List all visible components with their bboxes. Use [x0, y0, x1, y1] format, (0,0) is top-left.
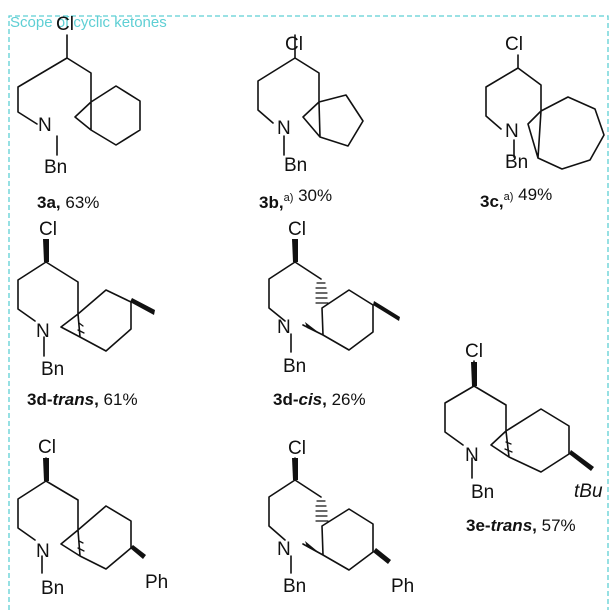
- nitrogen-label: N: [465, 445, 479, 466]
- compound-3d-cis: Cl N Bn 3d-cis, 26%: [268, 219, 400, 409]
- chlorine-label: Cl: [288, 438, 306, 459]
- hash-bond: [504, 441, 513, 453]
- bonds-3b: [257, 34, 364, 156]
- nitrogen-label: N: [277, 118, 291, 139]
- bonds-3e-trans: [444, 360, 570, 479]
- wedge-bond: [305, 322, 322, 335]
- chlorine-label: Cl: [465, 341, 483, 362]
- chlorine-label: Cl: [39, 219, 57, 240]
- hash-bond: [315, 500, 329, 522]
- panel-border: [8, 15, 609, 610]
- caption-3d-cis: 3d-cis, 26%: [273, 390, 366, 409]
- wedge-bond: [43, 239, 49, 262]
- bonds-3f-trans: [17, 457, 132, 574]
- caption-3c: 3c,a) 49%: [480, 185, 552, 211]
- panel-title: Scope of cyclic ketones: [10, 14, 167, 31]
- compound-3f-trans: Cl N Bn Ph 3f-trans, 48%: [17, 437, 168, 610]
- wedge-bond: [130, 298, 155, 315]
- wedge-bond: [305, 541, 322, 555]
- benzyl-label: Bn: [41, 578, 64, 599]
- nitrogen-label: N: [277, 539, 291, 560]
- wedge-bond: [569, 450, 594, 471]
- compound-3c: Cl N Bn 3c,a) 49%: [480, 34, 605, 211]
- bonds-3d-trans: [17, 239, 132, 357]
- caption-3b: 3b,a) 30%: [259, 186, 332, 212]
- compound-3f-cis: Cl N Bn Ph 3f-cis, 10%: [268, 438, 414, 597]
- phenyl-label: Ph: [391, 576, 414, 597]
- benzyl-label: Bn: [505, 152, 528, 173]
- hash-bond: [77, 322, 85, 334]
- benzyl-label: Bn: [41, 359, 64, 380]
- caption-3a: 3a, 63%: [37, 193, 99, 212]
- nitrogen-label: N: [36, 321, 50, 342]
- hash-bond: [77, 540, 85, 552]
- benzyl-label: Bn: [283, 576, 306, 597]
- chlorine-label: Cl: [38, 437, 56, 458]
- benzyl-label: Bn: [471, 482, 494, 503]
- phenyl-label: Ph: [145, 572, 168, 593]
- compound-3a: Cl N Bn 3a, 63%: [17, 14, 141, 212]
- wedge-bond: [130, 545, 146, 559]
- compound-3d-trans: Cl N Bn 3d-trans, 61%: [17, 219, 155, 409]
- chlorine-label: Cl: [285, 34, 303, 55]
- benzyl-label: Bn: [283, 356, 306, 377]
- wedge-bond: [373, 548, 391, 564]
- benzyl-label: Bn: [44, 157, 67, 178]
- nitrogen-label: N: [277, 317, 291, 338]
- chlorine-label: Cl: [288, 219, 306, 240]
- compound-3e-trans: Cl N Bn tBu 3e-trans, 57%: [444, 341, 603, 535]
- caption-3d-trans: 3d-trans, 61%: [27, 390, 138, 409]
- top-edge-fragment: Bn: [523, 0, 546, 3]
- wedge-bond: [471, 362, 477, 386]
- wedge-bond: [43, 458, 49, 481]
- nitrogen-label: N: [36, 541, 50, 562]
- chlorine-label: Cl: [505, 34, 523, 55]
- bonds-3a: [17, 34, 141, 156]
- compound-3b: Cl N Bn 3b,a) 30%: [257, 34, 364, 212]
- caption-3e-trans: 3e-trans, 57%: [466, 516, 576, 535]
- bonds-3c: [485, 54, 605, 170]
- wedge-bond: [373, 301, 400, 321]
- wedge-bond: [292, 239, 298, 262]
- tert-butyl-label: tBu: [574, 481, 603, 502]
- benzyl-label: Bn: [284, 155, 307, 176]
- hash-bond: [315, 282, 329, 304]
- chlorine-label: Cl: [56, 14, 74, 35]
- wedge-bond: [292, 458, 298, 480]
- nitrogen-label: N: [38, 115, 52, 136]
- nitrogen-label: N: [505, 121, 519, 142]
